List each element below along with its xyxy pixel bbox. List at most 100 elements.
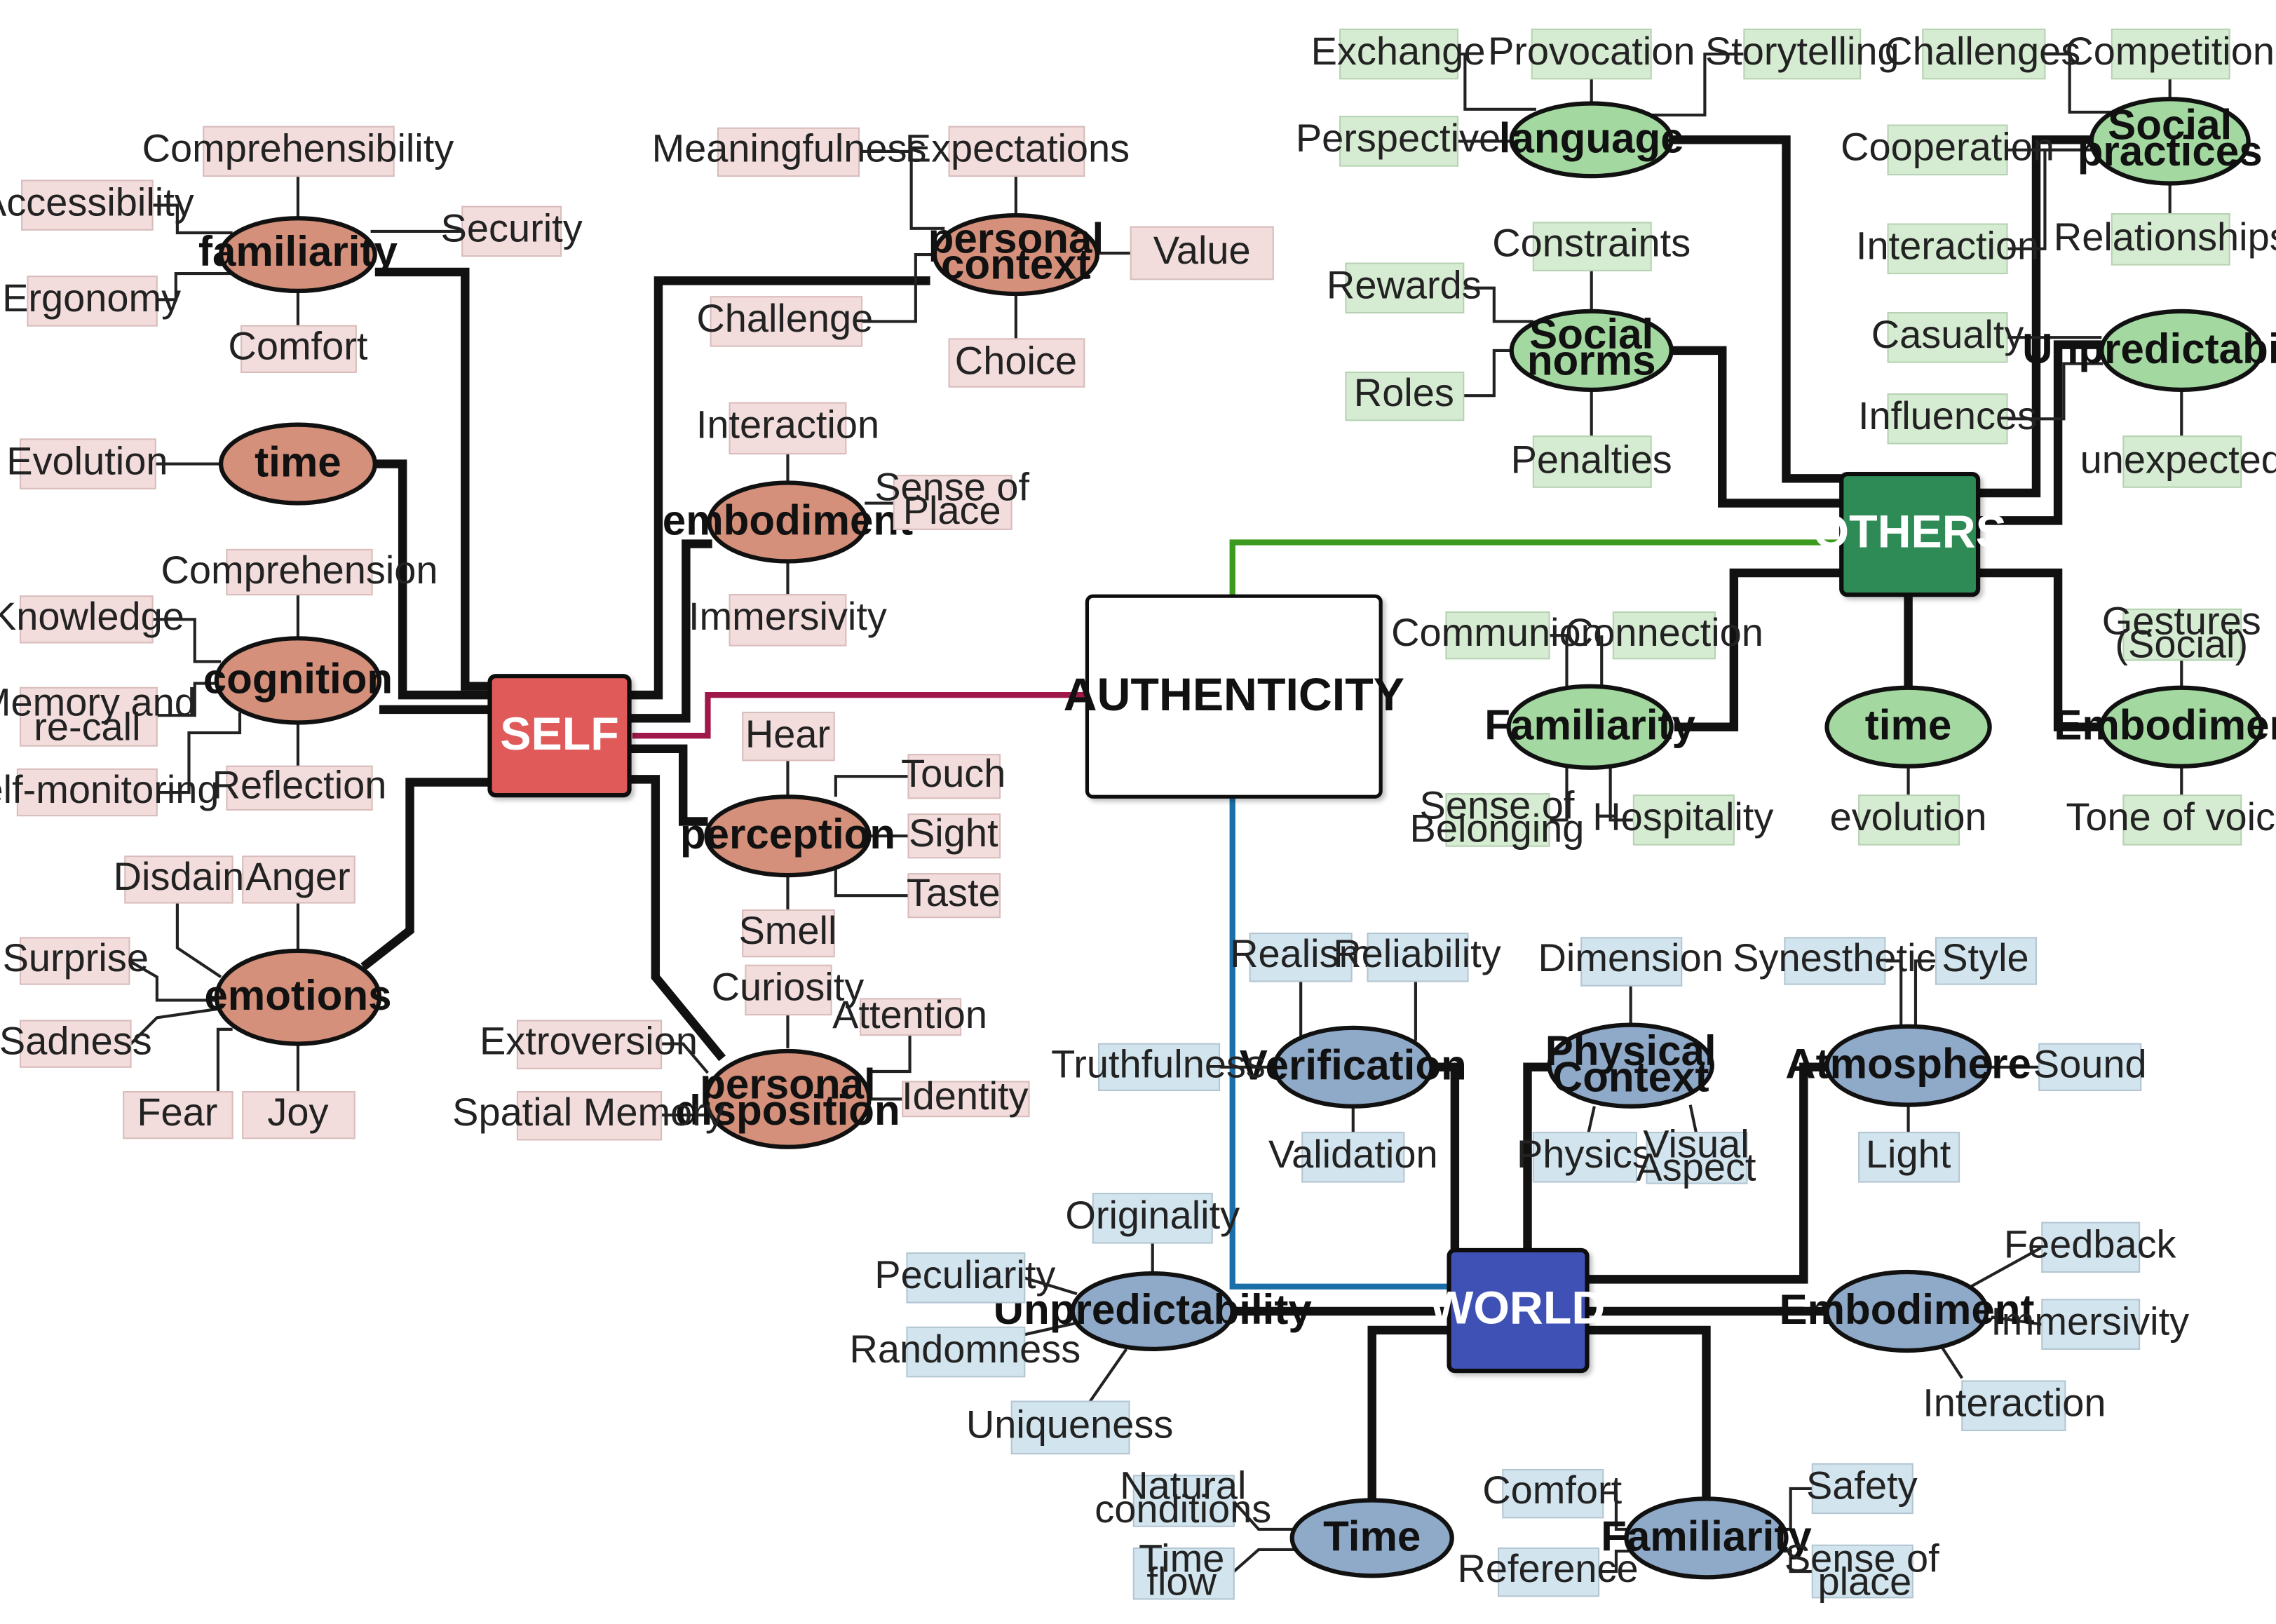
self-leaf-surprise: Surprise <box>3 935 149 985</box>
leaf-label: Exchange <box>1311 29 1486 73</box>
others-embodiment-label: Embodiment <box>2054 702 2276 749</box>
personal-context-label-2: context <box>941 241 1091 288</box>
leaf-label: Smell <box>738 908 836 952</box>
leaf-label: Reliability <box>1333 931 1501 975</box>
others-leaf-storytelling: Storytelling <box>1705 28 1899 80</box>
leaf-label: Style <box>1942 935 2028 980</box>
self-emotions-label: emotions <box>204 972 391 1019</box>
leaf-label: Challenge <box>696 296 873 340</box>
self-cluster: familiarity Comprehensibility Accessibil… <box>0 126 1274 1149</box>
leaf-label: Competition <box>2065 29 2275 73</box>
others-hub: OTHERS <box>1813 471 2007 597</box>
leaf-label: Sadness <box>0 1018 152 1062</box>
world-leaf-physics: Physics <box>1517 1132 1652 1183</box>
self-leaf-ergonomy: Ergonomy <box>2 276 181 327</box>
leaf-label: flow <box>1146 1559 1217 1603</box>
leaf-label: place <box>1818 1559 1912 1603</box>
others-leaf-roles: Roles <box>1345 370 1465 421</box>
leaf-label: Reference <box>1457 1546 1638 1590</box>
leaf-label: Choice <box>955 338 1077 382</box>
world-leaf-safety: Safety <box>1806 1463 1918 1515</box>
connector-lines <box>128 52 2183 1574</box>
world-time-label: Time <box>1323 1513 1421 1559</box>
physical-context-label-2: Context <box>1552 1053 1709 1100</box>
leaf-label: Tone of voice <box>2066 794 2276 839</box>
leaf-label: Sense of <box>1784 1536 1939 1580</box>
others-leaf-communion: Communion <box>1391 610 1603 660</box>
leaf-label: Identity <box>902 1074 1028 1118</box>
others-leaf-cooperation: Cooperation <box>1841 124 2054 176</box>
leaf-label: Light <box>1866 1132 1951 1176</box>
world-leaf-peculiarity: Peculiarity <box>874 1252 1055 1304</box>
leaf-label: conditions <box>1095 1487 1271 1531</box>
leaf-label: Accessibility <box>0 180 194 224</box>
world-leaf-style: Style <box>1935 935 2038 985</box>
others-leaf-interaction: Interaction <box>1856 223 2039 275</box>
world-hub-label: WORLD <box>1430 1283 1605 1334</box>
leaf-label: Rewards <box>1327 263 1482 307</box>
others-hub-label: OTHERS <box>1813 506 2006 558</box>
world-leaf-immersivity: Immersivity <box>1991 1299 2189 1350</box>
leaf-label: Immersivity <box>1991 1299 2189 1343</box>
self-leaf-value: Value <box>1130 226 1274 280</box>
self-leaf-spatial-memory: Spatial Memory <box>452 1090 725 1141</box>
leaf-label: Interaction <box>1856 224 2039 268</box>
self-leaf-taste: Taste <box>907 870 1001 919</box>
others-leaf-provocation: Provocation <box>1488 28 1695 80</box>
others-leaf-unexpected: unexpected <box>2080 435 2276 488</box>
others-leaf-relationships: Relationships <box>2054 213 2276 266</box>
world-leaf-truthfulness: Truthfulness <box>1051 1042 1266 1091</box>
leaf-label: Immersivity <box>689 594 887 638</box>
world-leaf-light: Light <box>1858 1132 1960 1183</box>
world-atmosphere-label: Atmosphere <box>1785 1041 2031 1088</box>
leaf-label: Roles <box>1354 370 1454 414</box>
world-unpredictability-label: Unpredictability <box>994 1286 1313 1333</box>
self-leaf-sight: Sight <box>907 811 1001 859</box>
leaf-label: Originality <box>1065 1193 1240 1237</box>
leaf-label: Extroversion <box>480 1018 698 1062</box>
others-leaf-perspective: Perspective <box>1296 116 1501 167</box>
leaf-label: Connection <box>1565 610 1763 654</box>
leaf-label: Randomness <box>849 1327 1081 1371</box>
self-leaf-hear: Hear <box>742 711 835 762</box>
world-leaf-uniqueness: Uniqueness <box>966 1400 1174 1455</box>
leaf-label: (Social) <box>2115 622 2248 666</box>
world-verification-label: Verification <box>1240 1042 1467 1089</box>
leaf-label: Visual <box>1643 1122 1749 1166</box>
leaf-label: Curiosity <box>712 965 865 1009</box>
leaf-label: Penalties <box>1511 437 1672 481</box>
leaf-label: Relationships <box>2054 215 2276 259</box>
world-leaf-reference: Reference <box>1457 1546 1639 1597</box>
social-practices-label-1: Social <box>2108 102 2232 149</box>
leaf-label: Ergonomy <box>2 276 181 320</box>
leaf-label: Comfort <box>228 324 367 368</box>
leaf-label: Surprise <box>3 935 149 980</box>
self-leaf-immersivity: Immersivity <box>689 594 887 647</box>
world-leaf-sound: Sound <box>2033 1042 2147 1091</box>
leaf-label: Uniqueness <box>966 1402 1174 1447</box>
world-unpredictability-node: Unpredictability <box>994 1271 1313 1352</box>
leaf-label: Comprehension <box>161 548 438 592</box>
others-leaf-gestures: Gestures(Social) <box>2102 598 2261 665</box>
leaf-label: Physics <box>1517 1132 1652 1176</box>
leaf-label: Validation <box>1268 1132 1438 1176</box>
others-leaf-tone-of-voice: Tone of voice <box>2066 794 2276 846</box>
self-leaf-self-monitoring: Self-monitoring <box>0 767 219 817</box>
leaf-label: Belonging <box>1410 806 1585 851</box>
others-time-node: time <box>1824 685 1992 769</box>
leaf-label: Provocation <box>1488 29 1695 73</box>
personal-disposition-label-1: personal <box>700 1061 876 1108</box>
others-leaf-challenges: Challenges <box>1884 28 2080 80</box>
world-leaf-dimension: Dimension <box>1538 935 1723 987</box>
leaf-label: Synesthetic <box>1733 935 1935 980</box>
world-physical-context-node: Physical Context <box>1545 1022 1716 1109</box>
others-social-practices-node: Social practices <box>2078 97 2263 186</box>
leaf-label: Gestures <box>2102 598 2261 642</box>
leaf-label: Peculiarity <box>874 1252 1055 1297</box>
world-embodiment-node: Embodiment <box>1780 1269 2035 1353</box>
